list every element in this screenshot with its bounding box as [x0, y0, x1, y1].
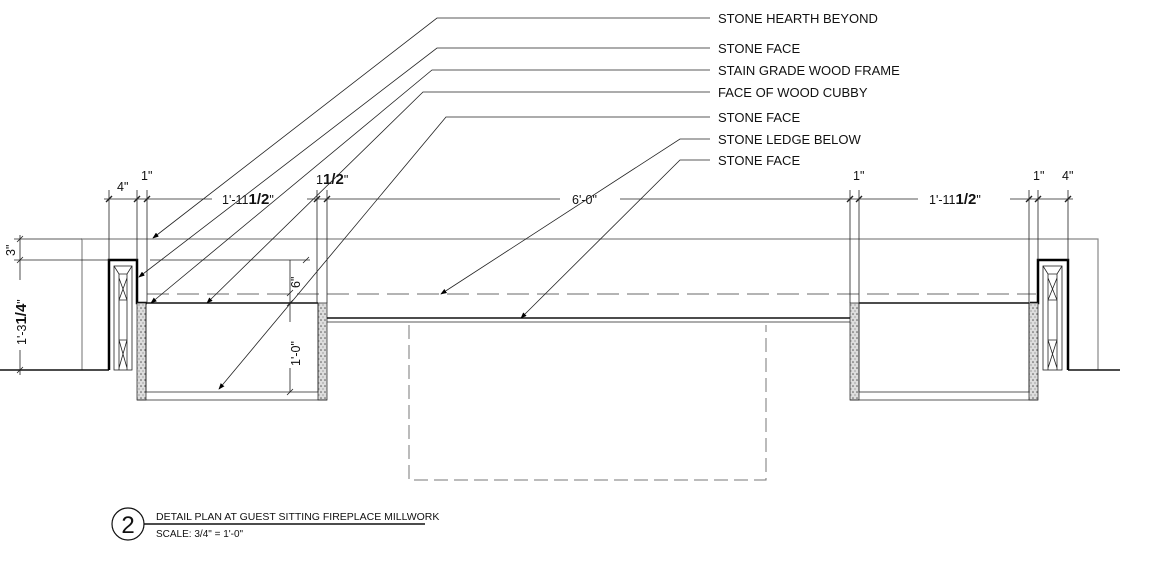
right-cubby [849, 302, 1039, 401]
callout-stone-face: STONE FACE [718, 41, 800, 56]
dim-left-pier: 4" [117, 180, 128, 194]
dim-left-face: 11/2" [316, 171, 348, 188]
stone-hearth-outline [0, 238, 1120, 371]
dim-right-gap2: 1" [1033, 169, 1044, 183]
left-cubby [136, 302, 328, 401]
left-vertical-dimensions: 3" 1'-31/4" [4, 235, 109, 375]
dim-right-pier: 4" [1062, 169, 1073, 183]
callout-stone-face-3: STONE FACE [718, 153, 800, 168]
dim-cubby-depth: 1'-0" [289, 341, 303, 366]
callout-labels: STONE HEARTH BEYOND STONE FACE STAIN GRA… [718, 11, 900, 168]
dim-left-gap: 1" [141, 169, 152, 183]
cubby-vertical-dimensions: 6" 1'-0" [150, 256, 310, 396]
callout-leaders [138, 17, 710, 390]
callout-stone-face-2: STONE FACE [718, 110, 800, 125]
dim-hearth-depth: 3" [4, 245, 18, 256]
dim-right-gap: 1" [853, 169, 864, 183]
dim-right-cubby: 1'-111/2" [929, 191, 981, 208]
dim-ledge-depth: 6" [289, 277, 303, 288]
fireplace-opening [327, 317, 850, 481]
callout-stone-hearth-beyond: STONE HEARTH BEYOND [718, 11, 878, 26]
drawing-scale: SCALE: 3/4" = 1'-0" [156, 529, 244, 540]
callout-face-of-wood-cubby: FACE OF WOOD CUBBY [718, 85, 868, 100]
callout-stone-ledge-below: STONE LEDGE BELOW [718, 132, 862, 147]
detail-number: 2 [121, 512, 134, 539]
callout-stain-grade-wood-frame: STAIN GRADE WOOD FRAME [718, 63, 900, 78]
top-dimension-string: 4" 1" 1'-111/2" 11/2" 6'-0" 1" 1'-111/2"… [104, 169, 1073, 303]
drawing-title: DETAIL PLAN AT GUEST SITTING FIREPLACE M… [156, 511, 439, 523]
drawing-title-block: 2 DETAIL PLAN AT GUEST SITTING FIREPLACE… [111, 507, 439, 541]
dim-pier-depth: 1'-31/4" [13, 299, 30, 345]
